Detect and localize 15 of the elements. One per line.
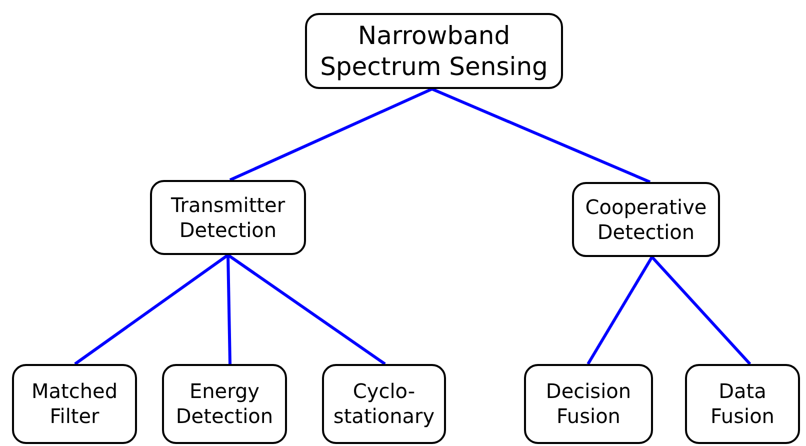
tree-box: Matched Filter [12, 364, 137, 444]
tree-box: Energy Detection [162, 364, 287, 444]
connector-line [650, 256, 752, 366]
connector-line [229, 88, 433, 182]
tree-box: Transmitter Detection [150, 180, 306, 255]
tree-box: Decision Fusion [524, 364, 653, 444]
connector-line [586, 256, 654, 365]
tree-box: Cyclo-stationary [322, 364, 446, 444]
connector-line [227, 254, 386, 366]
connector-line [431, 88, 651, 184]
connector-line [226, 254, 232, 364]
tree-box: Cooperative Detection [572, 182, 720, 257]
tree-box: Data Fusion [685, 364, 800, 444]
connector-line [74, 254, 229, 366]
tree-box: Narrowband Spectrum Sensing [305, 13, 563, 89]
